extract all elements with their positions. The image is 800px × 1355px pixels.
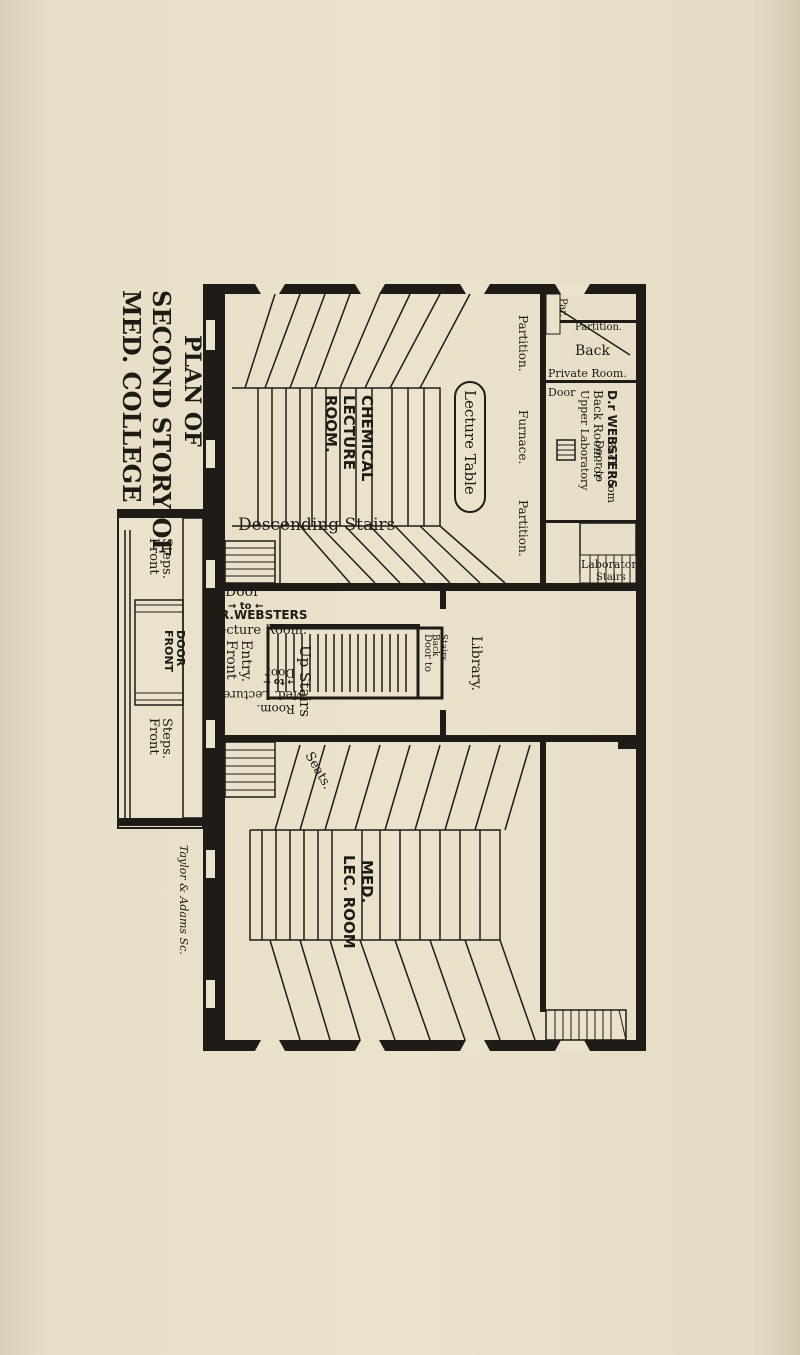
private-room-label: Private Room.	[548, 367, 627, 380]
back-stairs-line1: Door to	[422, 634, 433, 672]
webster-lecture-line1: DR.WEBSTERS	[210, 608, 307, 622]
med-door-word: Door	[265, 666, 295, 680]
interior-walls	[225, 294, 645, 1012]
front-steps-left-1: Front	[146, 538, 161, 575]
partition-top-label: Partition.	[575, 322, 622, 333]
library-label: Library.	[468, 636, 484, 691]
door-back-room-line1: Door to	[593, 440, 606, 482]
chemical-room-line3: ROOM.	[322, 395, 340, 453]
front-entry-label: Front Entry.	[223, 640, 254, 682]
front-steps-right-2: Steps.	[159, 718, 174, 759]
outer-walls	[203, 284, 646, 1051]
chemical-room-label: CHEMICAL LECTURE ROOM.	[322, 395, 376, 482]
webster-back-room-label: D.r WEBSTERS Back Room. or Upper Laborat…	[578, 390, 619, 491]
front-entry-line1: Front	[223, 640, 239, 680]
front-entry-line2: Entry.	[238, 640, 254, 682]
door-upper-arrow: → to ←	[228, 601, 263, 612]
back-stairs-line2: Back	[430, 634, 440, 657]
furnace-label: Furnace.	[516, 410, 530, 464]
seats-label: Seats.	[302, 750, 335, 792]
title-line3: MED. COLLEGE	[117, 290, 146, 502]
med-door-arrow: → to ←	[263, 676, 295, 686]
private-room-back: Back	[575, 343, 610, 359]
lab-stairs-label: Stairs	[596, 572, 626, 583]
med-lecture-rot-line2: Med. Lecture	[223, 688, 305, 702]
med-room-label: MED. LEC. ROOM	[340, 855, 376, 949]
center-stairs	[224, 624, 444, 798]
med-door-label: Room. Med. Lecture → to ← Door	[223, 666, 305, 716]
webster-lecture-line2: Lecture Room.	[210, 623, 307, 638]
front-steps-right-1: Front	[146, 718, 161, 755]
lecture-table-label: Lecture Table	[461, 390, 479, 495]
front-door-2: DOOR	[174, 630, 187, 667]
partition-left-label: Partition.	[516, 315, 530, 372]
chemical-room-line1: CHEMICAL	[358, 395, 376, 482]
par-label: Par.	[557, 298, 568, 317]
title-line2: SECOND STORY OF	[147, 290, 176, 555]
door-upper-label: Door	[225, 584, 260, 600]
descending-stairs-label: Descending Stairs	[238, 515, 395, 535]
plan-title: PLAN OF SECOND STORY OF MED. COLLEGE	[117, 290, 205, 555]
front-steps-left-2: Steps.	[159, 538, 174, 579]
webster-back-line1: D.r WEBSTERS	[605, 390, 619, 488]
chemical-room-line2: LECTURE	[340, 395, 358, 470]
door-back-room-line2: Back Room	[605, 440, 618, 503]
med-room-line1: MED.	[358, 860, 376, 903]
title-line1: PLAN OF	[179, 335, 205, 447]
front-steps-right-label: Front Steps.	[146, 718, 174, 759]
partition-right-label: Partition.	[516, 500, 530, 557]
med-room-seating	[249, 744, 627, 1041]
front-door-label: FRONT DOOR	[162, 630, 187, 673]
webster-back-line3: Upper Laboratory	[578, 390, 591, 491]
back-rooms	[545, 293, 646, 584]
chemical-room-seating	[224, 293, 506, 584]
front-door-1: FRONT	[162, 630, 175, 673]
back-stairs-line3: Stairs	[438, 634, 448, 661]
door-small-label: Door	[548, 386, 576, 399]
up-stairs-label: Up Stairs	[296, 645, 314, 717]
front-steps	[117, 509, 204, 829]
engraver-credit: Taylor & Adams Sc.	[177, 845, 190, 955]
med-lecture-rot-line1: Room.	[256, 702, 295, 716]
door-to-back-room-label: Door to Back Room	[593, 440, 618, 503]
front-steps-left-label: Front Steps.	[146, 538, 174, 579]
webster-back-line2: Back Room. or	[591, 390, 605, 479]
back-stairs-door-label: Door to Back Stairs	[422, 634, 448, 672]
laboratory-label: Laboratory	[581, 558, 644, 571]
med-room-line2: LEC. ROOM	[340, 855, 358, 949]
